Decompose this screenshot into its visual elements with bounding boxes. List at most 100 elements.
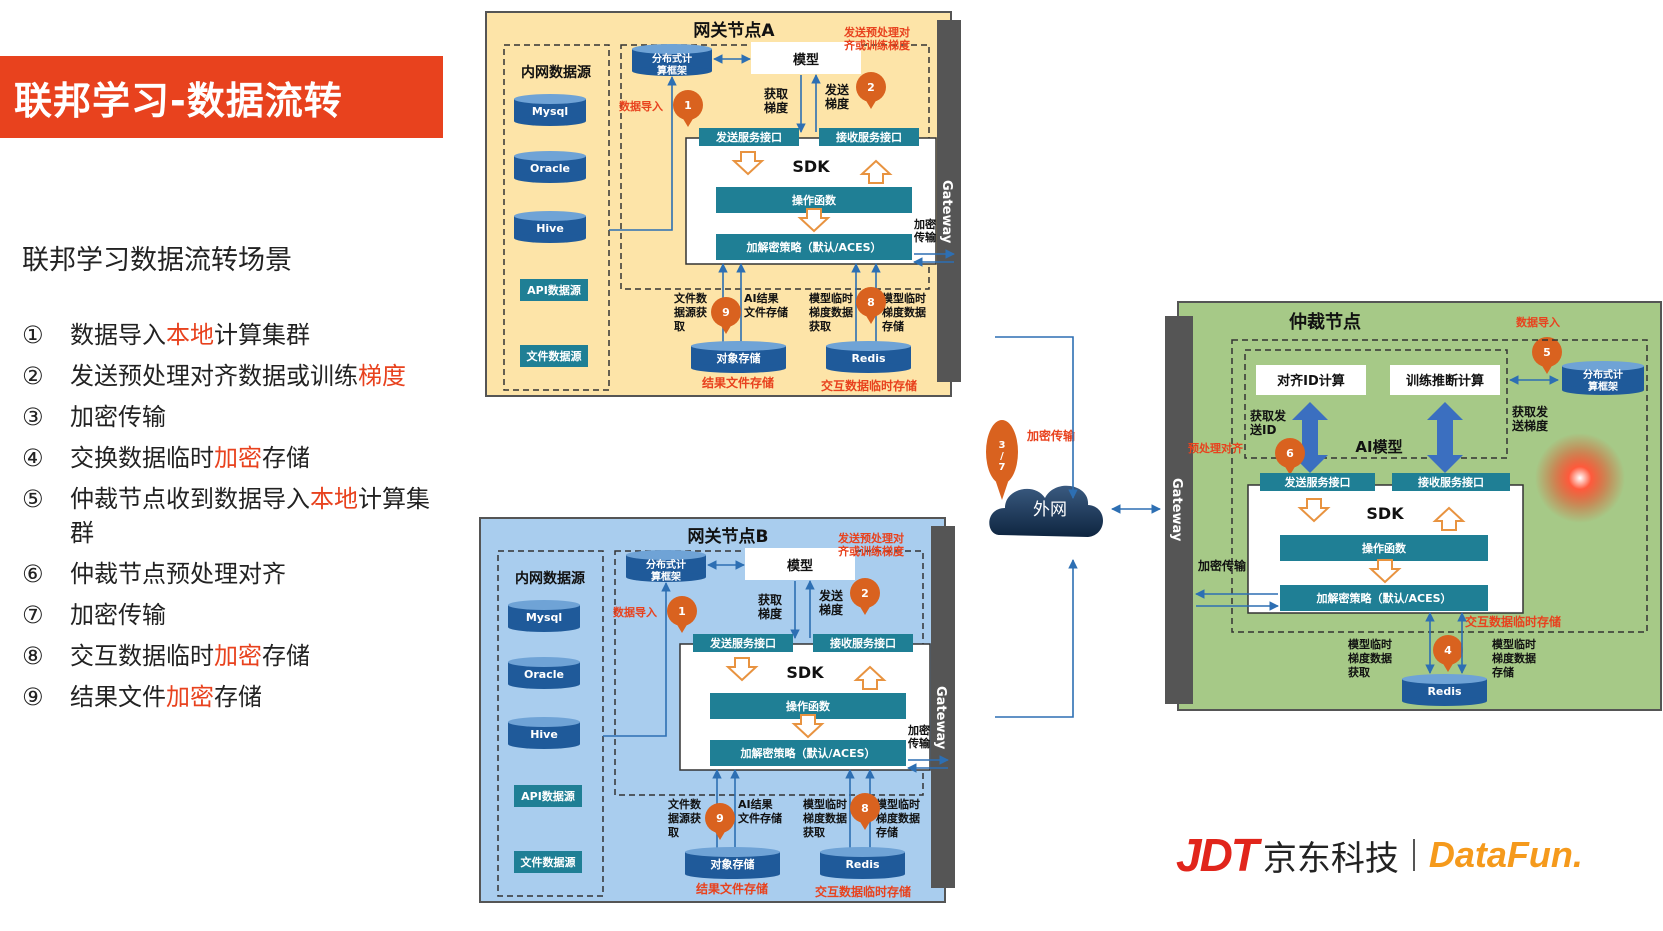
- dist-compute-label: 分布式计: [652, 52, 692, 65]
- jd-tech-logo: 京东科技: [1262, 838, 1399, 879]
- file-fetch-label: 文件数: [668, 797, 702, 811]
- cylinder-top: [508, 600, 580, 610]
- cylinder-body: [626, 555, 706, 577]
- get-grad-label: 梯度: [758, 606, 783, 621]
- recv-interface-label: 接收服务接口: [836, 130, 902, 144]
- cylinder-body: [632, 49, 712, 71]
- badge-3-7-tail: [996, 482, 1008, 500]
- step-highlight: 加密: [214, 444, 262, 472]
- model-tmp-store-label: 模型临时: [876, 797, 920, 811]
- interact-store-label: 交互数据临时存储: [821, 378, 917, 393]
- sdk-down-arrow: [725, 657, 759, 682]
- crypto-policy-label: 加解密策略（默认/ACES）: [739, 746, 875, 760]
- badge-number: 7: [999, 462, 1006, 473]
- model-tmp-store-label: 梯度数据: [882, 305, 926, 319]
- ai-box: [1244, 349, 1508, 459]
- cylinder-top: [508, 717, 580, 727]
- crypto-policy-label: 加解密策略（默认/ACES）: [745, 240, 881, 254]
- sdk-up-arrow: [859, 159, 893, 184]
- step-item: ④ 交换数据临时加密存储: [22, 441, 440, 475]
- send-grad-label: 梯度: [825, 96, 850, 111]
- object-storage: 对象存储: [691, 341, 786, 373]
- cylinder-bottom: [508, 679, 580, 689]
- cylinder-top: [691, 341, 786, 351]
- sdk-down-arrow: [1297, 498, 1331, 523]
- step-text: 数据导入: [70, 321, 166, 349]
- op-down-arrow: [791, 714, 825, 739]
- compute-box: [1231, 339, 1648, 633]
- step-highlight: 加密: [214, 642, 262, 670]
- step-number: ⑧: [22, 642, 44, 670]
- get-send-grad-label: 送梯度: [1511, 418, 1549, 433]
- ai-result-label: AI结果: [744, 291, 779, 305]
- op-down-arrow: [1368, 559, 1402, 584]
- cylinder-body: [514, 99, 586, 121]
- dist-compute-label: 算框架: [1587, 380, 1618, 393]
- source-link: [609, 76, 677, 231]
- badge-9: 9: [705, 803, 735, 840]
- cylinder-top: [514, 151, 586, 161]
- recv-interface-label: 接收服务接口: [1418, 475, 1484, 489]
- cylinder-bottom: [514, 116, 586, 126]
- dist-compute-label: 算框架: [650, 570, 681, 583]
- badge-circle: [667, 596, 697, 626]
- cylinder-top: [1402, 674, 1487, 684]
- data-import-label: 数据导入: [619, 99, 663, 113]
- redis-store: Redis: [1402, 674, 1487, 706]
- recv-interface-label: 接收服务接口: [830, 636, 896, 650]
- cylinder-top: [514, 94, 586, 104]
- step-number: ①: [22, 321, 44, 349]
- cylinder-label: Redis: [851, 352, 886, 365]
- data-source-box-label: 文件数据源: [521, 855, 576, 869]
- crypto-policy: [710, 740, 906, 766]
- ai-result-label: 文件存储: [744, 305, 788, 319]
- badge-number: 9: [716, 812, 724, 825]
- enc-trans-label: 传输: [913, 230, 937, 244]
- step-text: 存储: [214, 683, 262, 711]
- grad-exchange-arrow: [1427, 402, 1463, 473]
- get-grad-label: 获取: [763, 86, 788, 101]
- send-interface-label: 发送服务接口: [1284, 475, 1351, 489]
- step-number: ⑤: [22, 485, 44, 513]
- cylinder-bottom: [514, 173, 586, 183]
- step-text: 存储: [262, 444, 310, 472]
- sdk-label: SDK: [786, 663, 824, 682]
- model-tmp-get-label: 获取: [809, 319, 831, 333]
- step-number: ③: [22, 403, 44, 431]
- cylinder-top: [626, 550, 706, 560]
- cylinder-body: [508, 722, 580, 744]
- ai-result-label: 文件存储: [738, 811, 782, 825]
- badge-number: 4: [1444, 644, 1452, 657]
- object-storage: 对象存储: [685, 847, 780, 879]
- step-number: ④: [22, 444, 44, 472]
- send-interface: [693, 634, 793, 652]
- data-source-box-label: API数据源: [521, 789, 575, 803]
- step-highlight: 本地: [310, 485, 358, 513]
- preprocess-label: 预处理对齐: [1188, 441, 1244, 455]
- crypto-policy-label: 加解密策略（默认/ACES）: [1315, 591, 1451, 605]
- cylinder-bottom: [820, 869, 905, 879]
- gateway-bar: [1165, 316, 1193, 704]
- step-number: ②: [22, 362, 44, 390]
- badge-1: 1: [667, 596, 697, 633]
- cylinder-top: [632, 44, 712, 54]
- jdt-logo: JDT: [1176, 829, 1259, 881]
- badge-number: 5: [1543, 346, 1551, 359]
- badge-8: 8: [856, 287, 886, 324]
- ai-model-label: AI模型: [1355, 438, 1402, 456]
- cylinder-bottom: [508, 622, 580, 632]
- cylinder-label: 对象存储: [711, 857, 755, 871]
- cylinder-top: [820, 847, 905, 857]
- cylinder-label: Mysql: [526, 611, 562, 624]
- model-label: 模型: [793, 52, 819, 68]
- step-text: 仲裁节点收到数据导入: [70, 485, 310, 513]
- cylinder-bottom: [514, 233, 586, 243]
- step-text: 交换数据临时: [70, 444, 214, 472]
